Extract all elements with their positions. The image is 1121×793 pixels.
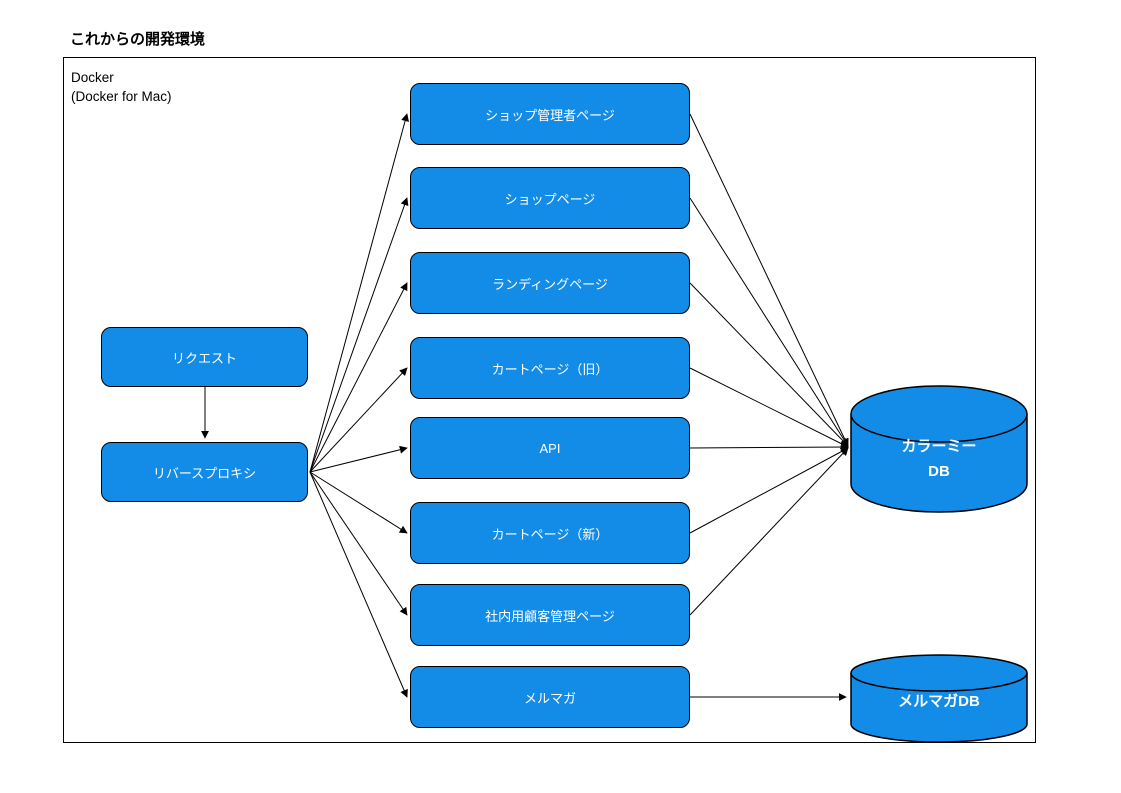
arrow-internal-crm-to-colorme-db <box>689 447 849 616</box>
colorme-db-label: カラーミー DB <box>901 438 977 480</box>
arrow-proxy-to-internal-crm <box>309 471 408 616</box>
mailmag-db-cylinder <box>850 654 1028 743</box>
node-shop-admin-page: ショップ管理者ページ <box>410 83 690 145</box>
arrow-proxy-to-mailmag <box>309 471 408 698</box>
docker-container-frame <box>63 57 1036 743</box>
arrow-proxy-to-shop-page <box>309 197 409 473</box>
page-title: これからの開発環境 <box>70 31 206 48</box>
node-landing-page: ランディングページ <box>410 252 690 314</box>
arrow-proxy-to-cart-old <box>309 367 408 473</box>
mailmag-db-label: メルマガDB <box>898 693 980 710</box>
node-request: リクエスト <box>101 327 308 387</box>
node-api: API <box>410 417 690 479</box>
node-reverse-proxy: リバースプロキシ <box>101 442 308 502</box>
node-cart-page-old: カートページ（旧） <box>410 337 690 399</box>
arrow-shop-admin-to-colorme-db <box>689 113 849 447</box>
arrow-cart-old-to-colorme-db <box>689 367 849 448</box>
node-internal-crm-page: 社内用顧客管理ページ <box>410 584 690 646</box>
arrow-proxy-to-landing <box>309 282 408 473</box>
arrow-proxy-to-api <box>309 445 408 473</box>
colorme-db-cylinder <box>850 385 1028 513</box>
arrow-api-to-colorme-db <box>689 443 849 452</box>
node-cart-page-new: カートページ（新） <box>410 502 690 564</box>
node-mailmag: メルマガ <box>410 666 690 728</box>
docker-container-label: Docker (Docker for Mac) <box>71 70 172 104</box>
arrow-proxy-to-cart-new <box>309 471 408 534</box>
arrow-proxy-to-shop-admin <box>309 113 409 473</box>
arrow-shop-page-to-colorme-db <box>689 197 849 447</box>
node-shop-page: ショップページ <box>410 167 690 229</box>
arrow-cart-new-to-colorme-db <box>689 447 849 534</box>
arrow-landing-to-colorme-db <box>689 282 849 447</box>
